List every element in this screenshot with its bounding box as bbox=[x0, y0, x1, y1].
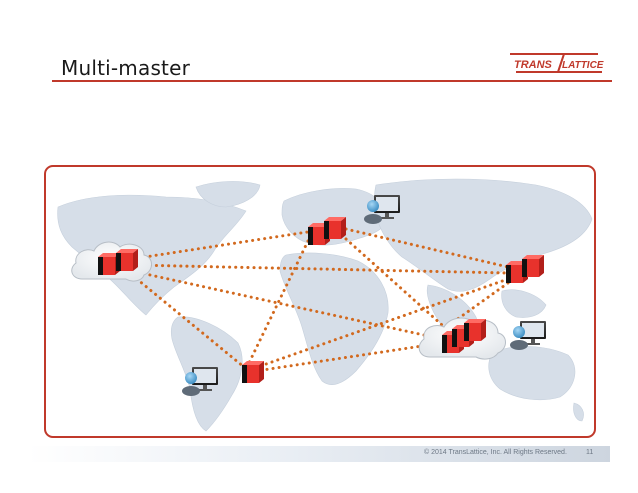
server-icon bbox=[324, 217, 346, 239]
continents bbox=[57, 178, 593, 432]
link-europe-south-america bbox=[246, 239, 310, 367]
user-asia bbox=[510, 321, 546, 350]
server-icon bbox=[522, 255, 544, 277]
translattice-logo: TRANS LATTICE bbox=[510, 53, 604, 73]
link-east-asia-south-america bbox=[250, 277, 510, 371]
link-east-asia-southeast-asia bbox=[450, 281, 510, 325]
link-north-america-southeast-asia bbox=[130, 269, 444, 341]
world-map bbox=[57, 178, 593, 432]
server-icon bbox=[116, 249, 138, 271]
link-north-america-east-asia bbox=[130, 263, 510, 275]
user-computer-icon bbox=[510, 321, 546, 350]
link-north-america-europe bbox=[130, 229, 316, 261]
link-north-america-south-america bbox=[130, 273, 246, 369]
diagram-frame bbox=[44, 165, 596, 438]
copyright-text: © 2014 TransLattice, Inc. All Rights Res… bbox=[424, 449, 567, 456]
node-south-america bbox=[242, 361, 264, 383]
logo-text-lattice: LATTICE bbox=[562, 60, 604, 71]
replication-links bbox=[130, 227, 510, 373]
server-icon bbox=[242, 361, 264, 383]
footer-bar bbox=[28, 446, 610, 462]
title-divider bbox=[52, 80, 612, 82]
node-north-america bbox=[71, 241, 152, 282]
server-icon bbox=[464, 319, 486, 341]
page-number: 11 bbox=[586, 449, 594, 456]
link-southeast-asia-south-america bbox=[254, 341, 444, 373]
slide-title: Multi-master bbox=[61, 56, 191, 80]
logo-text-trans: TRANS bbox=[514, 59, 553, 71]
node-southeast-asia bbox=[418, 317, 506, 360]
